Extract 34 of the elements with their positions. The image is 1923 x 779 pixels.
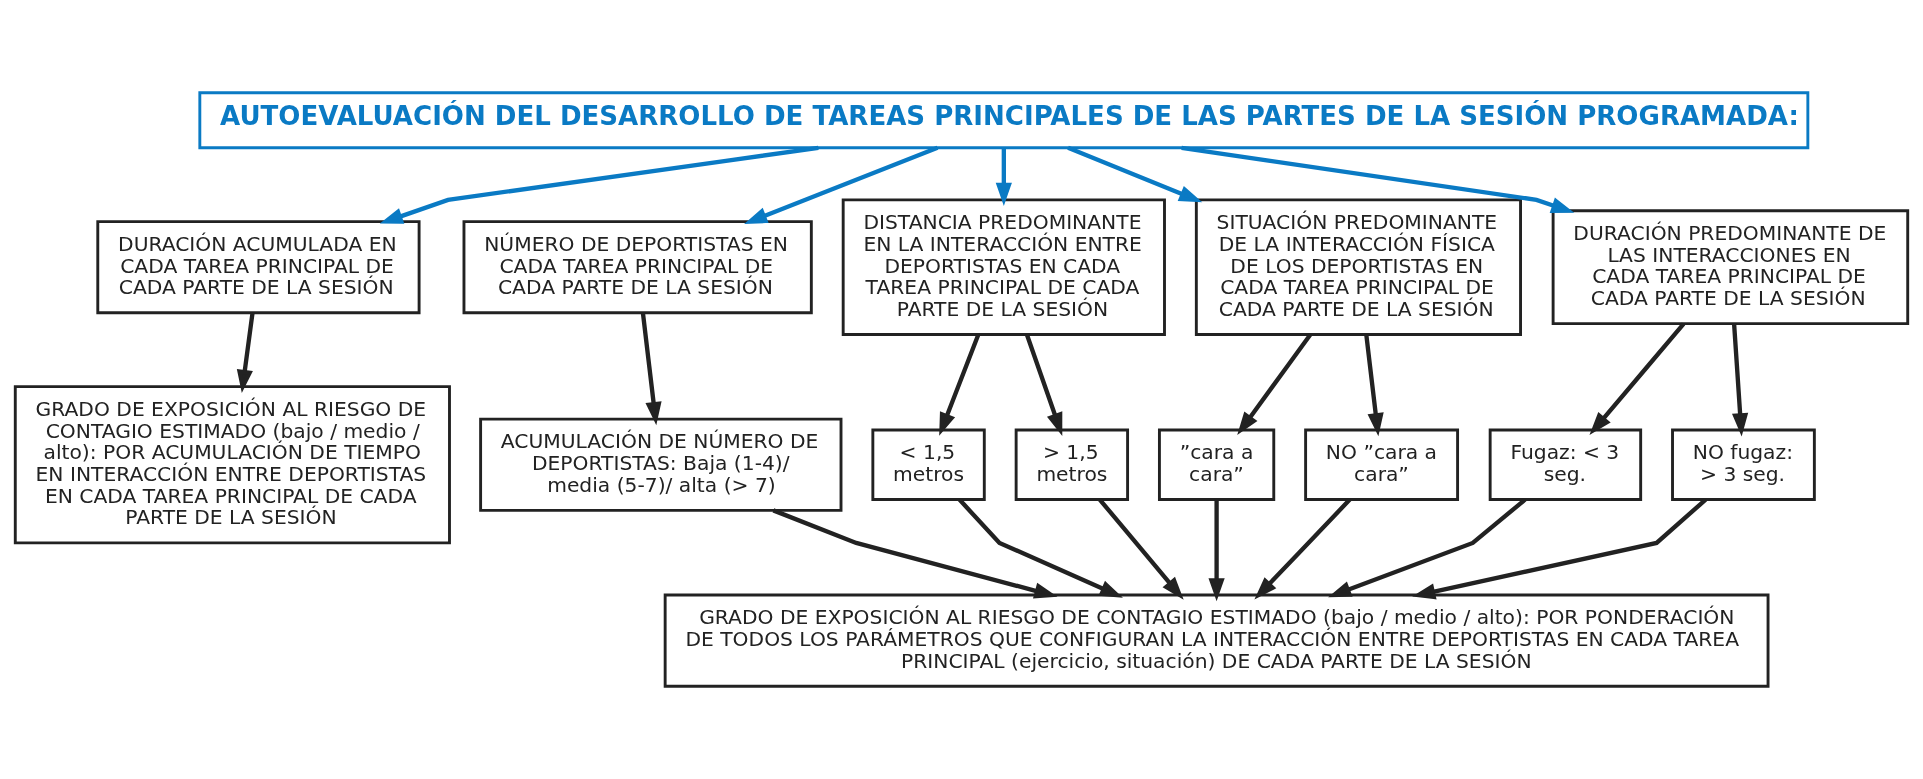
- arrow: [772, 508, 1058, 599]
- arrow: [379, 145, 819, 224]
- node-box: AUTOEVALUACIÓN DEL DESARROLLO DE TAREAS PRINCIPALES DE LAS PARTES DE LA SESIÓN PROGRAMADA:: [198, 91, 1810, 150]
- node-box: SITUACIÓN PREDOMINANTE DE LA INTERACCIÓN FÍSICA DE LOS DEPORTISTAS EN CADA TAREA PRINCIPAL DE CADA PARTE DE LA SESIÓN: [1194, 198, 1522, 336]
- arrow: [1208, 499, 1225, 602]
- arrow: [1024, 333, 1063, 436]
- arrow: [1181, 145, 1575, 213]
- node-box: NÚMERO DE DEPORTISTAS EN CADA TAREA PRINCIPAL DE CADA PARTE DE LA SESIÓN: [462, 220, 813, 315]
- node-box: NO fugaz: > 3 seg.: [1671, 428, 1816, 501]
- node-box: > 1,5 metros: [1014, 428, 1130, 501]
- node-box: ACUMULACIÓN DE NÚMERO DE DEPORTISTAS: Baja (1-4)/ media (5-7)/ alta (> 7): [479, 417, 843, 512]
- arrow: [236, 312, 255, 393]
- arrow: [1412, 498, 1708, 600]
- node-box: DURACIÓN ACUMULADA EN CADA TAREA PRINCIPAL DE CADA PARTE DE LA SESIÓN: [96, 220, 421, 315]
- node-box: NO ”cara a cara”: [1304, 428, 1460, 501]
- node-box: Fugaz: < 3 seg.: [1488, 428, 1643, 501]
- node-box: GRADO DE EXPOSICIÓN AL RIESGO DE CONTAGIO ESTIMADO (bajo / medio / alto): POR PONDERACIÓN DE TODOS LOS PARÁMETROS QUE CONFIGURAN LA INTERACCIÓN ENTRE DEPORTISTAS EN CADA TAREA PRINCIPAL (ejercicio, situación) DE CADA PARTE DE LA SESIÓN: [663, 593, 1770, 688]
- arrow: [1067, 145, 1203, 203]
- node-box: DISTANCIA PREDOMINANTE EN LA INTERACCIÓN ENTRE DEPORTISTAS EN CADA TAREA PRINCIPAL DE CADA PARTE DE LA SESIÓN: [841, 198, 1166, 336]
- node-box: < 1,5 metros: [871, 428, 986, 501]
- node-box: DURACIÓN PREDOMINANTE DE LAS INTERACCIONES EN CADA TAREA PRINCIPAL DE CADA PARTE DE LA SESIÓN: [1551, 209, 1910, 326]
- arrow: [995, 148, 1012, 206]
- arrow: [1254, 498, 1352, 600]
- arrow: [957, 498, 1123, 598]
- arrow: [1731, 323, 1749, 437]
- arrow: [939, 333, 981, 436]
- arrow: [1589, 322, 1686, 435]
- arrow: [1237, 333, 1313, 436]
- node-box: ”cara a cara”: [1158, 428, 1276, 501]
- arrow: [640, 312, 662, 426]
- arrow: [1098, 498, 1184, 600]
- node-box: GRADO DE EXPOSICIÓN AL RIESGO DE CONTAGIO ESTIMADO (bajo / medio / alto): POR ACUMULACIÓN DE TIEMPO EN INTERACCIÓN ENTRE DEPORTISTAS EN CADA TAREA PRINCIPAL DE CADA PARTE DE LA SESIÓN: [13, 385, 451, 545]
- arrow: [1364, 334, 1384, 437]
- arrow: [744, 145, 939, 224]
